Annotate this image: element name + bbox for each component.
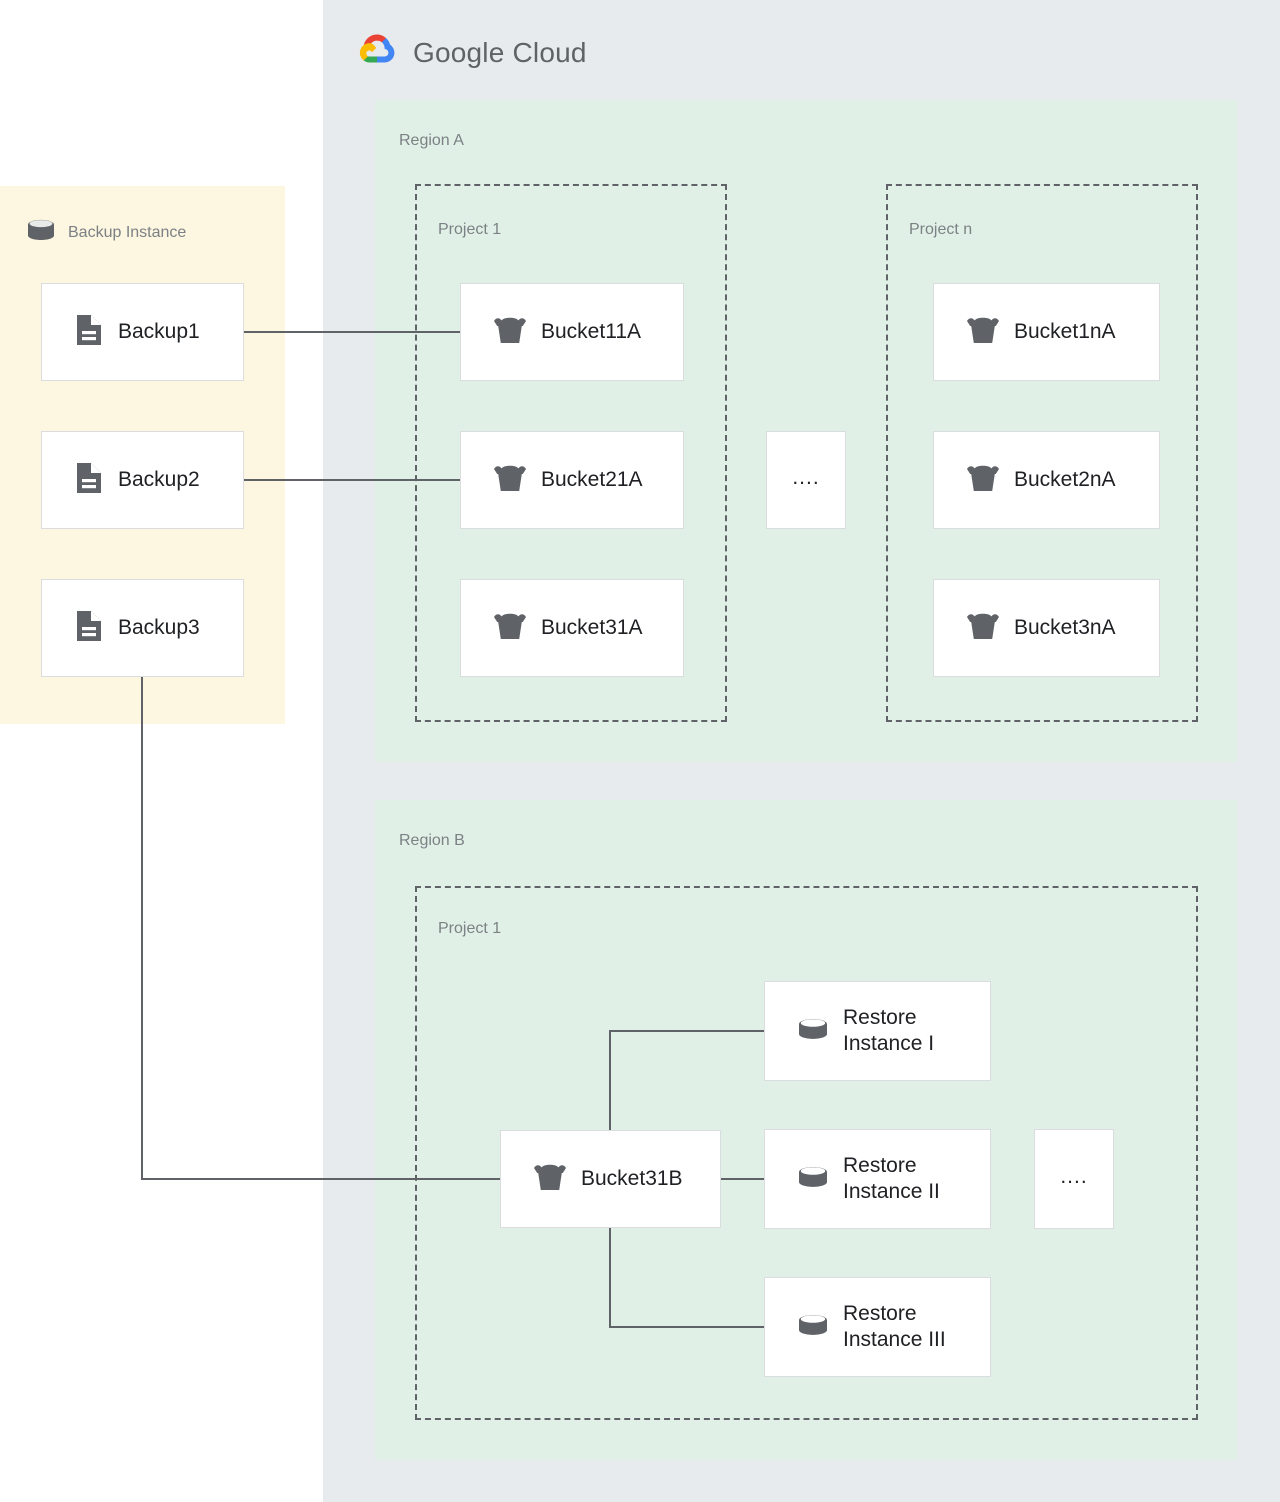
restore-instance-card-ii[interactable]: Restore Instance II — [764, 1129, 991, 1229]
bucket-card-label: Bucket11A — [541, 320, 642, 344]
google-cloud-wordmark: Google Cloud — [413, 37, 587, 69]
region-a-ellipsis-card: .... — [766, 431, 846, 529]
region-a-label: Region A — [399, 132, 464, 149]
region-b-label: Region B — [399, 832, 465, 849]
storage-bucket-icon — [493, 315, 527, 350]
database-cylinder-icon — [26, 218, 56, 247]
bucket-card-bucket1na[interactable]: Bucket1nA — [933, 283, 1160, 381]
region-a-project-n-label: Project n — [909, 221, 973, 238]
storage-bucket-icon — [966, 315, 1000, 350]
restore-instance-label: Restore Instance I — [843, 1006, 935, 1055]
ellipsis-label: .... — [1060, 1165, 1088, 1188]
bucket-card-label: Bucket31A — [541, 616, 643, 640]
ellipsis-label: .... — [792, 466, 820, 489]
backup-card-label: Backup1 — [118, 320, 200, 344]
document-icon — [74, 461, 104, 500]
region-a-project-n-box — [886, 184, 1198, 722]
backup-card-label: Backup3 — [118, 616, 200, 640]
bucket-card-bucket31b[interactable]: Bucket31B — [500, 1130, 721, 1228]
document-icon — [74, 609, 104, 648]
backup-card-backup3[interactable]: Backup3 — [41, 579, 244, 677]
document-icon — [74, 313, 104, 352]
google-cloud-branding: Google Cloud — [355, 30, 587, 75]
storage-bucket-icon — [533, 1162, 567, 1197]
region-b-ellipsis-card: .... — [1034, 1129, 1114, 1229]
bucket-card-label: Bucket21A — [541, 468, 643, 492]
region-a-project-1-box — [415, 184, 727, 722]
database-cylinder-icon — [797, 1312, 829, 1343]
backup-instance-header: Backup Instance — [26, 218, 186, 247]
bucket-card-label: Bucket31B — [581, 1167, 683, 1191]
google-cloud-logo-icon — [355, 30, 401, 75]
storage-bucket-icon — [966, 463, 1000, 498]
bucket-card-bucket21a[interactable]: Bucket21A — [460, 431, 684, 529]
bucket-card-bucket3na[interactable]: Bucket3nA — [933, 579, 1160, 677]
database-cylinder-icon — [797, 1016, 829, 1047]
bucket-card-label: Bucket2nA — [1014, 468, 1116, 492]
brand-word-cloud: Cloud — [512, 36, 587, 68]
restore-instance-card-i[interactable]: Restore Instance I — [764, 981, 991, 1081]
restore-instance-label: Restore Instance II — [843, 1154, 940, 1203]
storage-bucket-icon — [493, 463, 527, 498]
storage-bucket-icon — [966, 611, 1000, 646]
database-cylinder-icon — [797, 1164, 829, 1195]
bucket-card-label: Bucket1nA — [1014, 320, 1116, 344]
bucket-card-bucket11a[interactable]: Bucket11A — [460, 283, 684, 381]
restore-instance-card-iii[interactable]: Restore Instance III — [764, 1277, 991, 1377]
bucket-card-bucket2na[interactable]: Bucket2nA — [933, 431, 1160, 529]
storage-bucket-icon — [493, 611, 527, 646]
bucket-card-bucket31a[interactable]: Bucket31A — [460, 579, 684, 677]
backup-card-backup2[interactable]: Backup2 — [41, 431, 244, 529]
bucket-card-label: Bucket3nA — [1014, 616, 1116, 640]
brand-word-google: Google — [413, 36, 505, 68]
backup-card-backup1[interactable]: Backup1 — [41, 283, 244, 381]
region-b-project-1-label: Project 1 — [438, 920, 502, 937]
region-a-project-1-label: Project 1 — [438, 221, 502, 238]
backup-card-label: Backup2 — [118, 468, 200, 492]
restore-instance-label: Restore Instance III — [843, 1302, 946, 1351]
backup-instance-title: Backup Instance — [68, 223, 187, 241]
